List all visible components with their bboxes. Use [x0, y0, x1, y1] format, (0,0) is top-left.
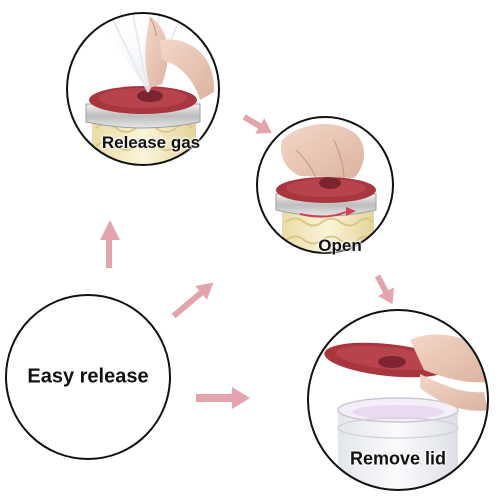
step-circle-outline	[66, 12, 220, 166]
lid-icon	[89, 86, 197, 114]
arrow-icon	[242, 114, 272, 134]
hand-icon	[410, 334, 488, 411]
arrow-icon	[374, 274, 394, 305]
jar-icon	[337, 397, 459, 490]
caption-open: Open	[318, 236, 362, 255]
hand-icon	[145, 16, 215, 100]
caption-easy-release: Easy release	[27, 365, 149, 388]
caption-remove-lid: Remove lid	[349, 448, 447, 469]
step-release-gas	[66, 12, 220, 166]
arrow-icon	[100, 220, 120, 268]
flow-arrows	[100, 114, 394, 409]
arrow-icon	[299, 207, 356, 218]
step-circle-outline	[307, 309, 489, 491]
arrow-icon	[171, 282, 214, 319]
caption-release-gas: Release gas	[101, 133, 201, 152]
step-remove-lid	[307, 309, 489, 491]
step-open	[256, 116, 394, 254]
step-circle-outline	[5, 294, 171, 460]
step-circle-outline	[256, 116, 394, 254]
hand-icon	[280, 123, 365, 179]
arrow-icon	[196, 387, 250, 409]
step-easy-release	[5, 294, 171, 460]
lid-icon	[276, 177, 376, 203]
